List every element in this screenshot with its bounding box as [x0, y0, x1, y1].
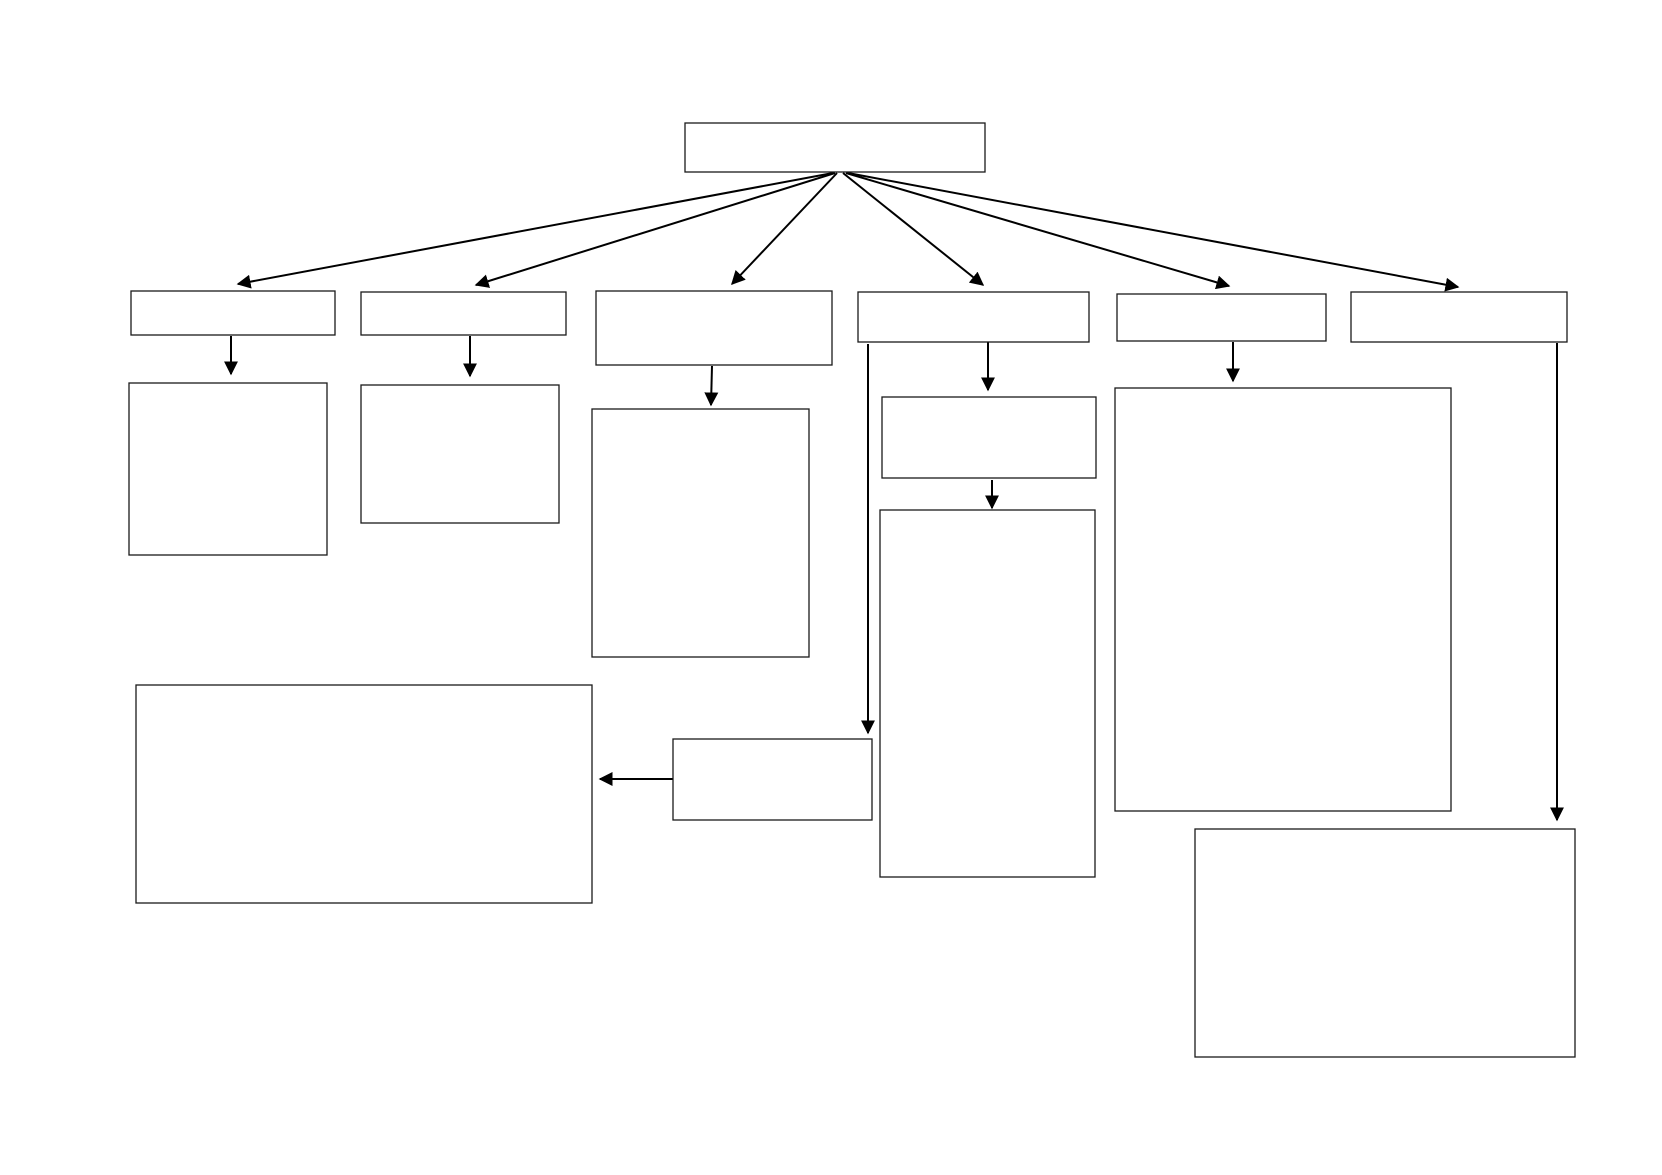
edges-layer	[224, 172, 1564, 822]
edge-root-to-level1-1	[236, 172, 834, 289]
child-box-4b	[879, 509, 1096, 878]
nodes-layer	[128, 122, 1576, 1058]
level1-box-2	[360, 291, 567, 336]
level1-box-1	[130, 290, 336, 336]
child-box-2	[360, 384, 560, 524]
level1-box-5	[1116, 293, 1327, 342]
result-box-4	[135, 684, 593, 904]
branch-box-4	[672, 738, 873, 821]
level1-box-6	[1350, 291, 1568, 343]
edge-root-to-level1-3	[731, 172, 838, 286]
child-box-1	[128, 382, 328, 556]
edge-root-to-level1-5	[845, 172, 1231, 290]
root-box	[684, 122, 986, 173]
level1-box-3	[595, 290, 833, 366]
edge-level1-3-to-child-3	[704, 365, 719, 407]
edge-root-to-level1-6	[847, 172, 1460, 292]
edge-root-to-level1-4	[842, 172, 985, 286]
child-box-5	[1114, 387, 1452, 812]
child-box-4a	[881, 396, 1097, 479]
level1-box-4	[857, 291, 1090, 343]
child-box-6	[1194, 828, 1576, 1058]
child-box-3	[591, 408, 810, 658]
edge-root-to-level1-2	[474, 172, 836, 288]
